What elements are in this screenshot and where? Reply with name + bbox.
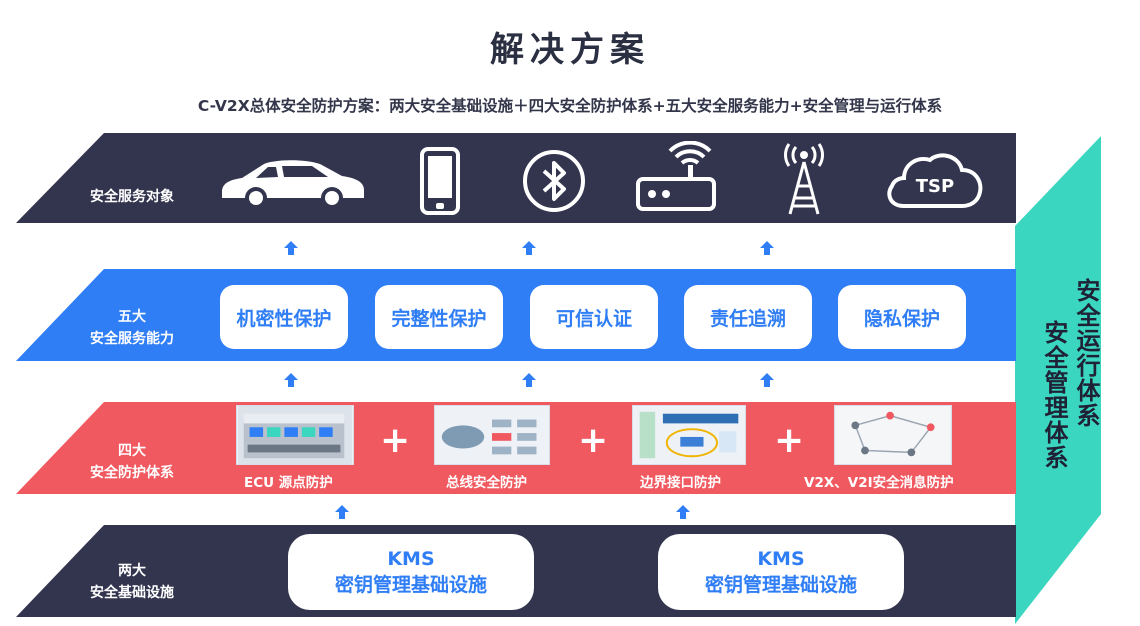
side-label-management: 安全管理体系 bbox=[1040, 320, 1068, 470]
capabilities-label-line1: 五大 bbox=[118, 309, 146, 325]
plus-sign: + bbox=[380, 420, 411, 461]
phone-icon bbox=[420, 147, 460, 215]
side-label-operation: 安全运行体系 bbox=[1072, 278, 1100, 428]
up-arrow-icon bbox=[676, 505, 690, 519]
capabilities-label-line2: 安全服务能力 bbox=[90, 331, 174, 347]
up-arrow-icon bbox=[284, 373, 298, 387]
page-subtitle: C-V2X总体安全防护方案：两大安全基础设施＋四大安全防护体系+五大安全服务能力… bbox=[197, 97, 943, 115]
bus-diagram-image bbox=[434, 405, 550, 465]
infrastructure-label: 两大 安全基础设施 bbox=[72, 560, 192, 604]
tsp-label: TSP bbox=[916, 176, 954, 197]
kms-subtitle: 密钥管理基础设施 bbox=[334, 574, 487, 596]
cloud-icon: TSP bbox=[887, 153, 983, 208]
cell-tower-icon bbox=[784, 143, 824, 215]
kms-title: KMS bbox=[757, 548, 805, 570]
protection-v2x-label: V2X、V2I安全消息防护 bbox=[804, 475, 954, 491]
capability-authentication: 可信认证 bbox=[530, 285, 658, 349]
capability-traceability: 责任追溯 bbox=[684, 285, 812, 349]
plus-sign: + bbox=[578, 420, 609, 461]
bluetooth-icon bbox=[523, 150, 585, 212]
up-arrow-icon bbox=[522, 373, 536, 387]
up-arrow-icon bbox=[522, 241, 536, 255]
protection-ecu-label: ECU 源点防护 bbox=[244, 475, 333, 491]
plus-sign: + bbox=[774, 420, 805, 461]
services-label: 安全服务对象 bbox=[90, 189, 174, 205]
page-title: 解决方案 bbox=[490, 30, 650, 70]
infrastructure-label-line2: 安全基础设施 bbox=[90, 585, 174, 601]
kms-subtitle: 密钥管理基础设施 bbox=[704, 574, 857, 596]
v2x-diagram-image bbox=[834, 405, 952, 465]
up-arrow-icon bbox=[760, 373, 774, 387]
protection-label: 四大 安全防护体系 bbox=[72, 440, 192, 484]
up-arrow-icon bbox=[335, 505, 349, 519]
ecu-image bbox=[236, 405, 354, 465]
protection-label-line2: 安全防护体系 bbox=[90, 465, 174, 481]
capability-confidentiality: 机密性保护 bbox=[220, 285, 348, 349]
capability-privacy: 隐私保护 bbox=[838, 285, 966, 349]
side-panel-top bbox=[1015, 136, 1101, 226]
boundary-diagram-image bbox=[632, 405, 746, 465]
protection-bus-label: 总线安全防护 bbox=[446, 475, 527, 491]
kms-title: KMS bbox=[387, 548, 435, 570]
protection-label-line1: 四大 bbox=[118, 443, 146, 459]
capability-integrity: 完整性保护 bbox=[375, 285, 503, 349]
services-band bbox=[16, 133, 1016, 223]
router-icon bbox=[636, 141, 716, 211]
protection-boundary-label: 边界接口防护 bbox=[640, 475, 721, 491]
infrastructure-label-line1: 两大 bbox=[118, 563, 146, 579]
kms-box: KMS 密钥管理基础设施 bbox=[658, 534, 904, 610]
kms-box: KMS 密钥管理基础设施 bbox=[288, 534, 534, 610]
capabilities-label: 五大 安全服务能力 bbox=[72, 306, 192, 350]
car-icon bbox=[222, 160, 364, 209]
up-arrow-icon bbox=[760, 241, 774, 255]
up-arrow-icon bbox=[284, 241, 298, 255]
